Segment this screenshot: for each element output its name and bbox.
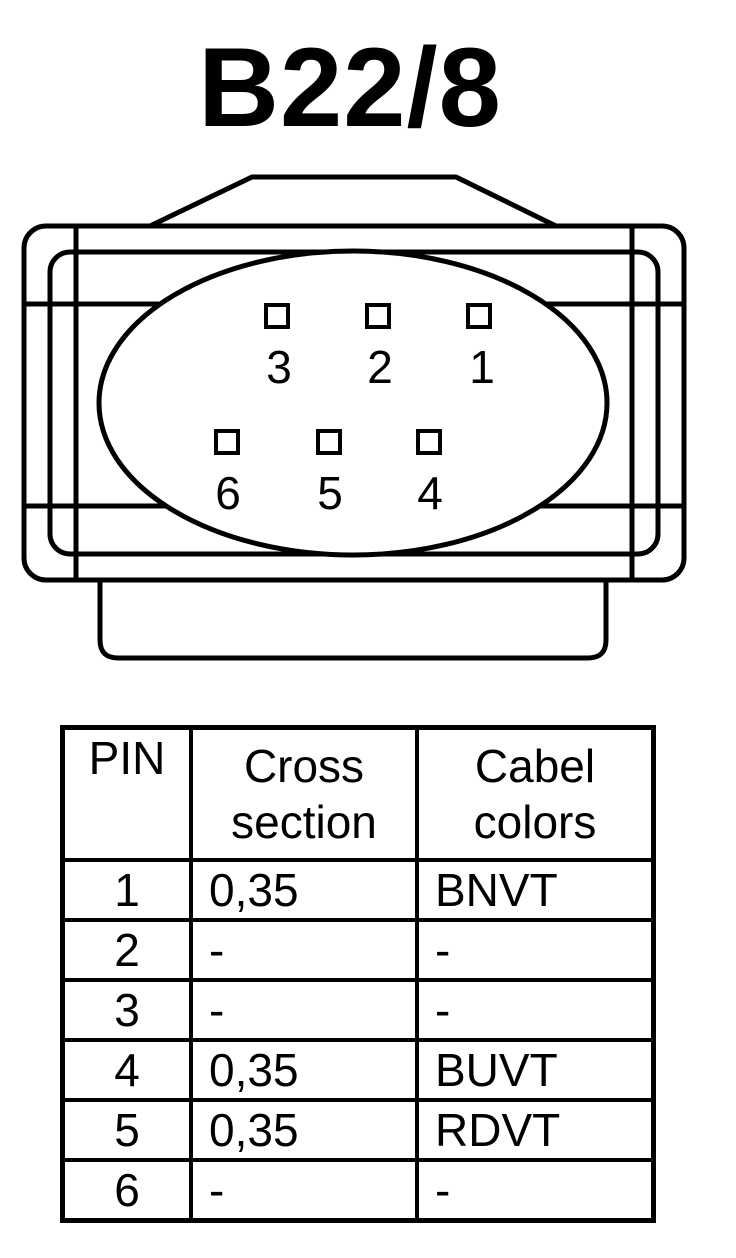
table-row: 3 - - [60,978,656,1042]
header-color-line2: colors [473,796,597,848]
cross-section-cell: - [189,978,419,1042]
header-cross-line2: section [231,796,377,848]
cable-color-cell: - [415,918,656,982]
pin-5-label: 5 [317,467,343,519]
cable-color-cell: RDVT [415,1098,656,1162]
cable-color-cell: BUVT [415,1038,656,1102]
cross-section-cell: 0,35 [189,1098,419,1162]
pin-6-contact [214,429,240,455]
table-row: 2 - - [60,918,656,982]
cable-color-cell: - [415,1158,656,1223]
cable-color-cell: BNVT [415,858,656,922]
header-color-line1: Cabel [474,740,596,792]
table-row: 4 0,35 BUVT [60,1038,656,1102]
header-cross-line1: Cross [243,740,365,792]
cross-section-cell: - [189,1158,419,1223]
pin-cell: 5 [60,1098,193,1162]
pin-5-contact [316,429,342,455]
table-row: 6 - - [60,1158,656,1223]
pin-4-label: 4 [417,467,443,519]
pin-cell: 2 [60,918,193,982]
header-pin: PIN [60,725,193,862]
pin-cell: 1 [60,858,193,922]
pin-cell: 3 [60,978,193,1042]
header-pin-label: PIN [88,732,166,784]
cross-section-cell: 0,35 [189,858,419,922]
header-cross-section: Cross section [189,725,419,862]
pin-3-label: 3 [266,341,292,393]
pin-4-contact [416,429,442,455]
connector-face-oval [96,248,610,558]
connector-title: B22/8 [198,25,502,150]
pin-3-contact [264,303,290,329]
pin-cell: 4 [60,1038,193,1102]
pin-cell: 6 [60,1158,193,1223]
pin-1-label: 1 [469,341,495,393]
pin-assignment-table: PIN Cross section Cabel colors 1 0,35 BN… [60,725,656,1223]
connector-outer-housing [21,223,687,583]
connector-diagram: 3 2 1 6 5 4 [21,174,687,661]
table-row: 1 0,35 BNVT [60,858,656,922]
table-row: 5 0,35 RDVT [60,1098,656,1162]
cable-color-cell: - [415,978,656,1042]
pin-2-label: 2 [367,341,393,393]
connector-key-tab [148,174,558,229]
cross-section-cell: 0,35 [189,1038,419,1102]
table-header-row: PIN Cross section Cabel colors [60,725,656,862]
pin-2-contact [365,303,391,329]
header-cable-colors: Cabel colors [415,725,656,862]
pin-1-contact [466,303,492,329]
cross-section-cell: - [189,918,419,982]
connector-bottom-tab [97,580,609,661]
pin-6-label: 6 [215,467,241,519]
